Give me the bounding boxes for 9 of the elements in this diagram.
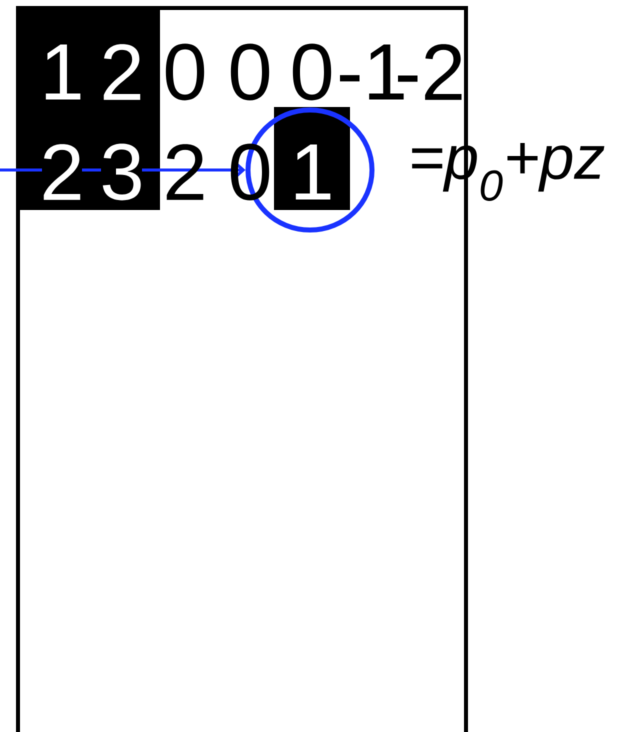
- node-label: 2: [104, 44, 140, 100]
- node-label: 2: [44, 144, 80, 200]
- matrix-entry: 0: [230, 44, 270, 100]
- highlight-block: 1: [274, 107, 350, 210]
- node-label: 3: [102, 144, 141, 200]
- matrix-entry: 0: [166, 44, 204, 100]
- matrix-entry: 0: [292, 44, 332, 100]
- highlight-block: 1 2 2 3: [18, 8, 160, 210]
- node-label: 1: [46, 44, 80, 100]
